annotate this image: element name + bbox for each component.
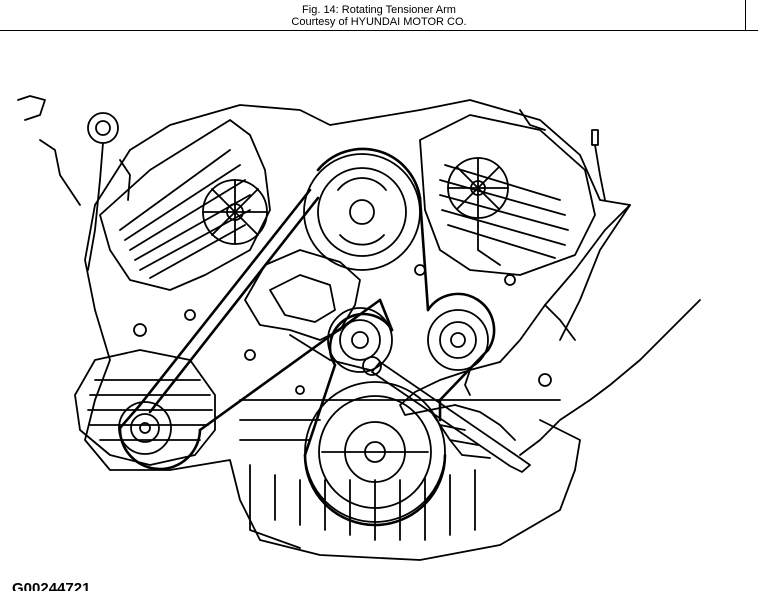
figure-caption: Fig. 14: Rotating Tensioner Arm Courtesy… bbox=[0, 0, 758, 31]
figure-identifier: G00244721 bbox=[12, 580, 91, 591]
tensioner-bracket bbox=[244, 249, 371, 371]
right-timing-cover bbox=[419, 114, 596, 276]
left-timing-cover bbox=[99, 119, 271, 291]
tensioner-pulley bbox=[327, 307, 393, 373]
drive-belt bbox=[118, 147, 496, 527]
right-bracket bbox=[519, 109, 606, 201]
power-steering-pulley bbox=[427, 309, 489, 371]
dipstick-tube bbox=[17, 95, 131, 271]
hand-with-wrench bbox=[362, 204, 701, 473]
caption-frame-edge bbox=[745, 0, 758, 31]
engine-belt-illustration bbox=[17, 95, 701, 561]
engine-block bbox=[84, 99, 631, 561]
figure-title: Fig. 14: Rotating Tensioner Arm bbox=[302, 4, 456, 16]
fastener-details bbox=[133, 264, 581, 471]
idler-pulley-upper bbox=[303, 153, 421, 271]
figure-credit: Courtesy of HYUNDAI MOTOR CO. bbox=[291, 16, 467, 28]
